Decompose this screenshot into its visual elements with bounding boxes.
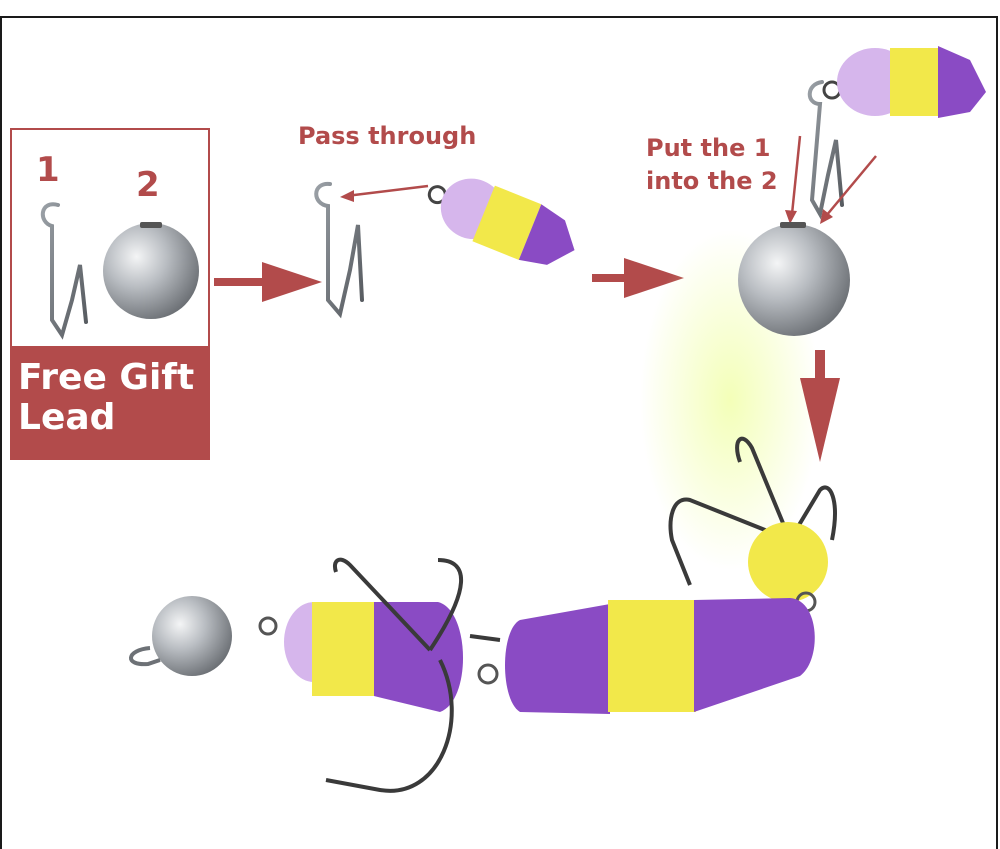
step-number-2: 2 — [136, 165, 160, 205]
step-number-1: 1 — [36, 150, 60, 190]
treble-hook-icon — [668, 436, 837, 586]
foam-bait-icon — [822, 46, 986, 118]
snap-clip-icon — [314, 181, 364, 319]
free-gift-label-line2: Lead — [18, 397, 116, 438]
free-gift-label-line1: Free Gift — [18, 357, 195, 398]
image-frame — [0, 16, 998, 849]
put-into-caption-line2: into the 2 — [646, 167, 778, 195]
pass-through-arrow — [340, 184, 429, 202]
pass-through-caption: Pass through — [298, 122, 477, 150]
assembled-lure — [129, 436, 837, 793]
snap-clip-icon — [41, 202, 88, 340]
lead-ball-icon — [738, 222, 850, 336]
treble-hook-icon — [325, 557, 501, 793]
arrow-right-icon — [214, 262, 322, 302]
arrow-down-icon — [800, 350, 840, 462]
foam-bait-icon — [427, 178, 575, 265]
arrow-right-icon — [592, 258, 684, 298]
put-into-caption-line1: Put the 1 — [646, 134, 771, 162]
snap-clip-icon — [807, 80, 844, 220]
insert-arrows — [785, 135, 877, 224]
free-gift-label: Free Gift Lead — [12, 346, 208, 458]
lead-ball-icon — [103, 222, 199, 319]
